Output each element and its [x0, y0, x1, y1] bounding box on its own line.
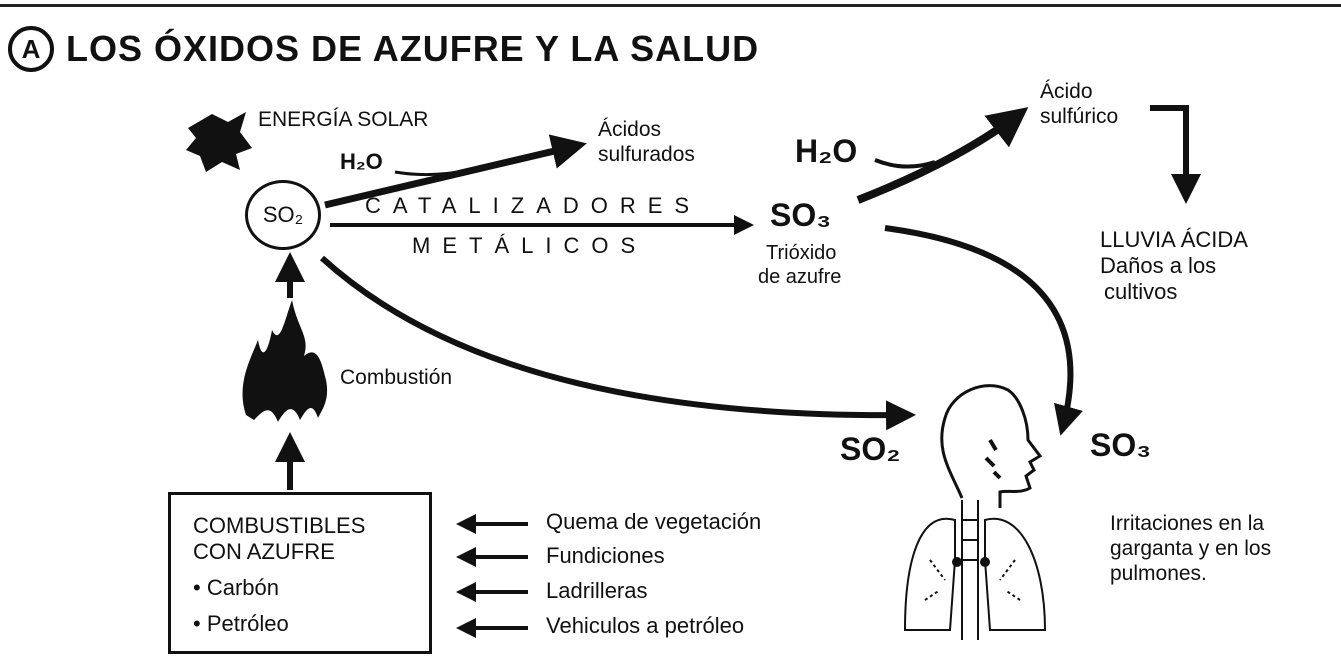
head-profile-icon: [940, 384, 1043, 508]
so2-body-label: SO₂: [840, 431, 901, 467]
fuel-item: • Carbón: [193, 575, 279, 600]
arrow-so3-to-body: [884, 225, 1083, 436]
acids-sulfurated-label-1: Ácidos: [598, 118, 662, 141]
section-badge: A: [8, 26, 54, 72]
sun-icon: [186, 112, 252, 172]
source-item: Quema de vegetación: [546, 509, 762, 534]
fuel-item: • Petróleo: [193, 611, 289, 636]
source-item: Vehiculos a petróleo: [546, 613, 745, 638]
acids-sulfurated-label-2: sulfurados: [598, 143, 695, 166]
acid-rain-label-1: LLUVIA ÁCIDA: [1100, 227, 1248, 252]
header: A LOS ÓXIDOS DE AZUFRE Y LA SALUD: [8, 26, 759, 72]
acid-rain-label-3: cultivos: [1104, 279, 1178, 304]
h2o-large-join-line: [874, 158, 936, 169]
h2o-join-line: [394, 168, 471, 177]
solar-energy-label: ENERGÍA SOLAR: [258, 108, 429, 131]
fuel-heading-1: COMBUSTIBLES: [193, 513, 366, 538]
sulfuric-label-1: Ácido: [1040, 80, 1093, 103]
so2-center-node: SO₂: [245, 180, 321, 250]
trioxide-label-2: de azufre: [758, 266, 842, 288]
sulfuric-label-2: sulfúrico: [1040, 105, 1119, 128]
so3-body-label: SO₃: [1090, 427, 1152, 463]
catalysts-label-1: CATALIZADORES: [365, 193, 702, 218]
arrow-so3-to-sulfuric: [856, 107, 1029, 204]
page-title: LOS ÓXIDOS DE AZUFRE Y LA SALUD: [66, 28, 760, 69]
fire-icon: [242, 300, 328, 422]
source-item: Ladrilleras: [546, 578, 648, 603]
irritation-label-1: Irritaciones en la: [1110, 512, 1265, 535]
lungs-icon: [903, 500, 1047, 640]
trioxide-label-1: Trióxido: [766, 242, 837, 264]
fuel-box: COMBUSTIBLES CON AZUFRE • Carbón • Petró…: [168, 492, 432, 654]
catalysts-label-2: METÁLICOS: [412, 233, 648, 258]
combustion-label: Combustión: [340, 366, 453, 389]
arrow-sulfuric-to-rain: [1150, 105, 1201, 204]
irritation-label-3: pulmones.: [1110, 562, 1207, 585]
acid-rain-label-2: Daños a los: [1100, 253, 1217, 278]
h2o-small-label: H₂O: [340, 149, 383, 174]
so3-label: SO₃: [770, 197, 832, 233]
irritation-label-2: garganta y en los: [1110, 537, 1272, 560]
h2o-large-label: H₂O: [795, 133, 858, 169]
arrow-so2-to-body: [319, 255, 916, 431]
arrow-so2-to-acids: [324, 134, 587, 209]
top-rule: [0, 4, 1341, 7]
fuel-heading-2: CON AZUFRE: [193, 539, 335, 564]
source-item: Fundiciones: [546, 543, 665, 568]
